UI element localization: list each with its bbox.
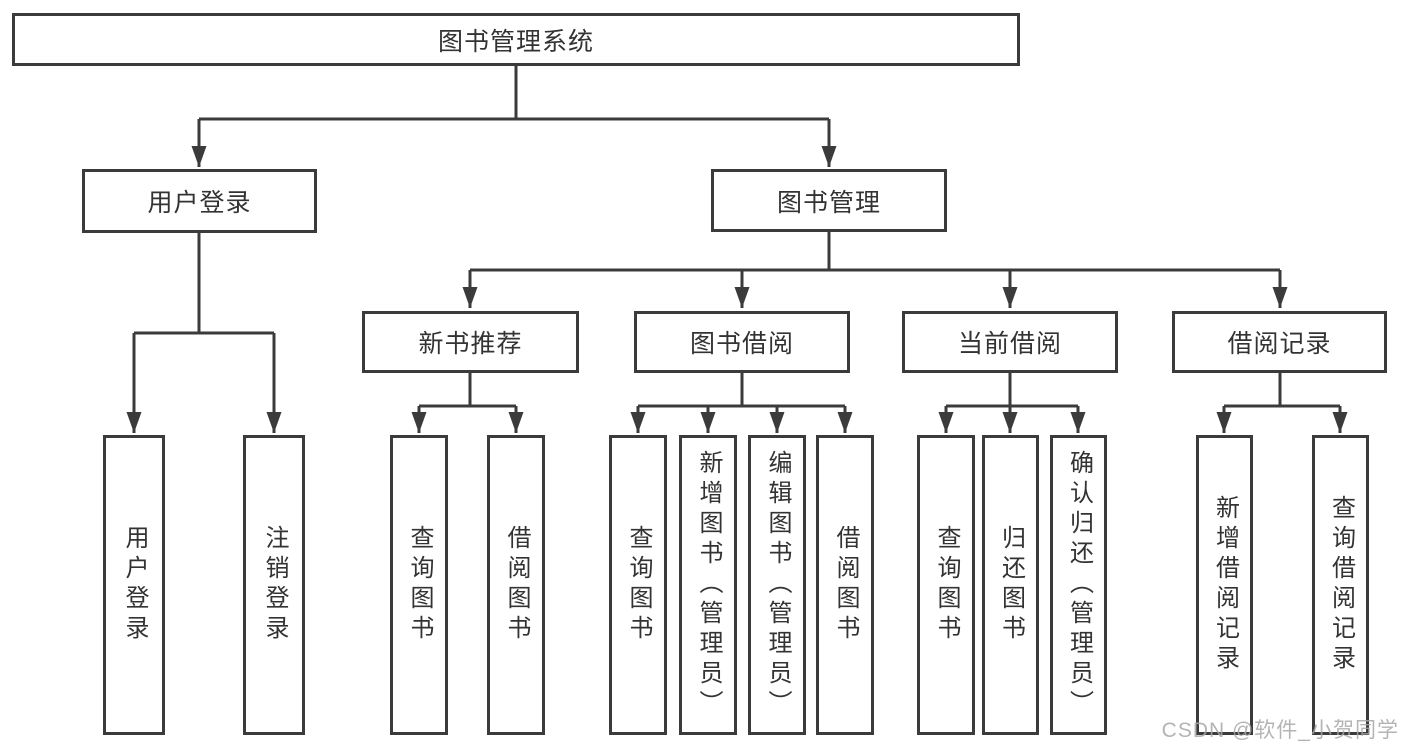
node-book-management-label: 图书管理 [776, 188, 881, 217]
node-root-system-label: 图书管理系统 [437, 27, 594, 56]
leaf-newbook-query-books-label: 查询图书 [406, 525, 433, 645]
leaf-current-return-books: 归还图书 [982, 435, 1039, 735]
node-user-login-label: 用户登录 [147, 189, 252, 217]
leaf-borrow-add-books-admin: 新增图书（管理员） [679, 435, 737, 735]
leaf-logout: 注销登录 [243, 435, 305, 735]
leaf-current-return-books-label: 归还图书 [997, 525, 1025, 645]
leaf-current-query-books-label: 查询图书 [933, 525, 960, 645]
leaf-borrow-borrow-books-label: 借阅图书 [832, 525, 859, 645]
leaf-borrow-query-books-label: 查询图书 [625, 525, 652, 645]
node-current-borrow-label: 当前借阅 [957, 330, 1062, 358]
leaf-newbook-borrow-books-label: 借阅图书 [503, 525, 530, 645]
node-new-book-recommend-label: 新书推荐 [418, 330, 523, 358]
node-user-login: 用户登录 [82, 169, 317, 233]
leaf-newbook-query-books: 查询图书 [390, 435, 448, 735]
leaf-records-query-record: 查询借阅记录 [1312, 435, 1369, 735]
leaf-user-login-label: 用户登录 [121, 525, 148, 645]
node-current-borrow: 当前借阅 [902, 311, 1118, 373]
branch-lines [134, 66, 1340, 408]
leaf-records-add-record-label: 新增借阅记录 [1211, 495, 1239, 675]
leaf-newbook-borrow-books: 借阅图书 [487, 435, 545, 735]
leaf-current-confirm-return-admin-label: 确认归还（管理员） [1065, 450, 1093, 720]
node-book-borrow-label: 图书借阅 [689, 330, 794, 358]
leaf-current-query-books: 查询图书 [917, 435, 975, 735]
leaf-borrow-query-books: 查询图书 [609, 435, 667, 735]
leaf-logout-label: 注销登录 [261, 525, 288, 645]
leaf-borrow-edit-books-admin-label: 编辑图书（管理员） [764, 450, 791, 720]
node-book-management: 图书管理 [711, 169, 947, 232]
leaf-borrow-borrow-books: 借阅图书 [816, 435, 874, 735]
leaf-user-login: 用户登录 [103, 435, 165, 735]
leaf-records-add-record: 新增借阅记录 [1196, 435, 1253, 735]
node-borrow-records-label: 借阅记录 [1227, 330, 1332, 358]
node-root-system: 图书管理系统 [12, 13, 1020, 66]
leaf-records-query-record-label: 查询借阅记录 [1327, 495, 1355, 675]
node-new-book-recommend: 新书推荐 [362, 311, 579, 373]
node-book-borrow: 图书借阅 [634, 311, 850, 373]
node-borrow-records: 借阅记录 [1172, 311, 1387, 373]
leaf-borrow-add-books-admin-label: 新增图书（管理员） [695, 450, 722, 720]
arrow-lines [126, 119, 1348, 433]
leaf-borrow-edit-books-admin: 编辑图书（管理员） [748, 435, 806, 735]
csdn-watermark: CSDN @软件_小贺同学 [1161, 719, 1399, 742]
leaf-current-confirm-return-admin: 确认归还（管理员） [1050, 435, 1107, 735]
